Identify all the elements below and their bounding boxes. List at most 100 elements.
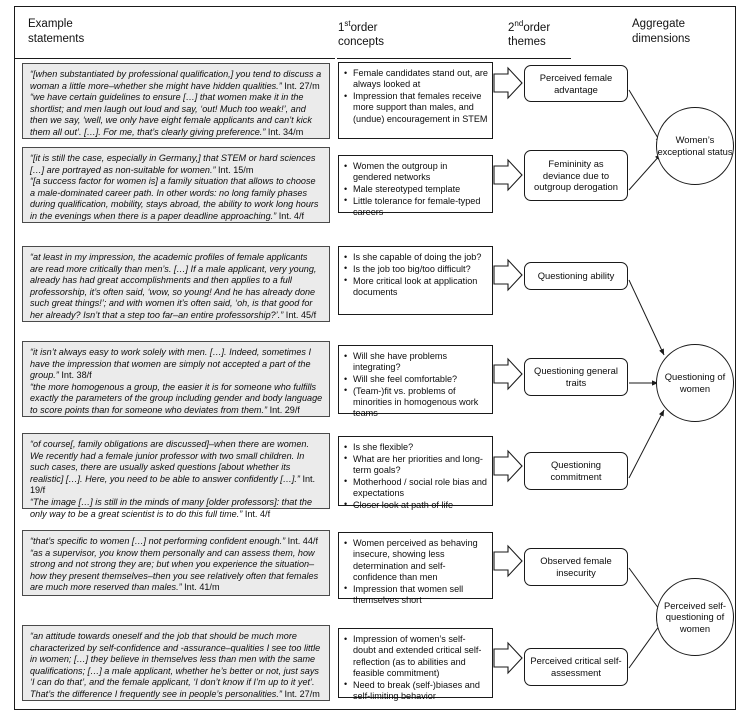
concept-bullet-list: Will she have problems integrating? Will…: [343, 351, 488, 420]
quote: “The image […] is still in the minds of …: [30, 497, 323, 520]
quote: “of course[, family obligations are disc…: [30, 439, 323, 497]
quote: “that’s specific to women […] not perfor…: [30, 536, 323, 548]
concept-bullet: Women perceived as behaving insecure, sh…: [343, 537, 488, 583]
column-header-first-order-concepts: 1storder concepts: [338, 17, 384, 50]
quote-source: Int. 19/f: [30, 473, 316, 496]
theme-box-perceived-female-advantage: Perceived female advantage: [524, 65, 628, 102]
block-arrow-concept-3: [493, 258, 523, 292]
quote-text: “[it is still the case, especially in Ge…: [30, 153, 316, 175]
theme-label: Perceived critical self-assessment: [530, 655, 622, 678]
quote-source: Int. 4/f: [276, 210, 305, 221]
statement-box: “it isn’t always easy to work solely wit…: [22, 341, 330, 417]
theme-box-observed-female-insecurity: Observed female insecurity: [524, 548, 628, 586]
concept-bullet: Impression of women’s self-doubt and ext…: [343, 633, 488, 679]
concept-bullet: Male stereotyped template: [343, 184, 488, 196]
quote-source: Int. 29/f: [267, 404, 300, 415]
aggregate-label: Perceived self-questioning of women: [663, 599, 726, 634]
first-order-rest: order concepts: [338, 21, 385, 49]
second-order-rest: order themes: [508, 21, 551, 49]
concept-bullet-list: Is she flexible? What are her priorities…: [343, 441, 488, 511]
concept-box: Will she have problems integrating? Will…: [338, 345, 493, 418]
quote: “[a success factor for women is] a famil…: [30, 176, 323, 222]
concept-bullet: Women the outgroup in gendered networks: [343, 161, 488, 184]
concept-bullet: Motherhood / social role bias and expect…: [343, 476, 488, 500]
link-theme-2-to-agg-1: [628, 153, 662, 191]
aggregate-circle-perceived-self-questioning: Perceived self-questioning of women: [656, 578, 734, 656]
block-arrow-concept-5: [493, 449, 523, 483]
quote-source: Int. 27/m: [281, 688, 320, 699]
column-header-aggregate-dimensions: Aggregate dimensions: [632, 18, 691, 45]
column-header-example-statements: Example statements: [28, 18, 85, 45]
quote-source: Int. 34/m: [265, 126, 304, 137]
quote: “it isn’t always easy to work solely wit…: [30, 347, 323, 382]
aggregate-label: Questioning of women: [664, 371, 726, 394]
concept-bullet: More critical look at application docume…: [343, 275, 488, 299]
theme-label: Femininity as deviance due to outgroup d…: [534, 158, 618, 193]
block-arrow-concept-6: [493, 544, 523, 578]
quote: “as a supervisor, you know them personal…: [30, 548, 323, 594]
quote: “we have certain guidelines to ensure [……: [30, 92, 323, 138]
quote-text: “as a supervisor, you know them personal…: [30, 547, 319, 593]
quote-text: “of course[, family obligations are disc…: [30, 439, 310, 484]
quote-text: “an attitude towards oneself and the job…: [30, 631, 321, 699]
theme-label: Perceived female advantage: [539, 71, 613, 95]
theme-label: Questioning general traits: [534, 365, 618, 388]
concept-bullet-list: Women the outgroup in gendered networks …: [343, 161, 488, 218]
concept-bullet-list: Female candidates stand out, are always …: [343, 68, 488, 125]
second-order-number: 2: [508, 21, 515, 34]
quote-source: Int. 45/f: [283, 309, 317, 320]
quote: “[when substantiated by professional qua…: [30, 69, 323, 92]
header-rule-right: [337, 58, 571, 59]
block-arrow-concept-1: [493, 66, 523, 100]
concept-bullet: What are her priorities and long-term go…: [343, 453, 488, 477]
quote-text: “that’s specific to women […] not perfor…: [30, 536, 286, 546]
theme-box-femininity-as-deviance: Femininity as deviance due to outgroup d…: [524, 150, 628, 201]
theme-box-questioning-general-traits: Questioning general traits: [524, 358, 628, 396]
quote-text: “at least in my impression, the academic…: [30, 252, 317, 320]
link-theme-5-to-agg-2: [628, 409, 665, 479]
concept-bullet: Need to break (self-)biases and self-lim…: [343, 679, 488, 703]
quote-source: Int. 44/f: [285, 536, 318, 546]
concept-box: Women perceived as behaving insecure, sh…: [338, 532, 493, 605]
column-header-second-order-themes: 2ndorder themes: [508, 17, 550, 50]
aggregate-circle-questioning-of-women: Questioning of women: [656, 344, 734, 422]
quote-text: “the more homogenous a group, the easier…: [30, 381, 323, 415]
block-arrow-concept-4: [493, 357, 523, 391]
block-arrow-concept-2: [493, 158, 523, 192]
quote-text: “[a success factor for women is] a famil…: [30, 176, 319, 221]
theme-label: Questioning commitment: [550, 459, 602, 482]
second-order-ordinal: nd: [514, 19, 524, 28]
quote-source: Int. 41/m: [181, 582, 220, 593]
quote-source: Int. 4/f: [242, 508, 271, 519]
concept-box: Is she capable of doing the job? Is the …: [338, 246, 493, 315]
quote: “the more homogenous a group, the easier…: [30, 382, 323, 417]
statement-box: “an attitude towards oneself and the job…: [22, 625, 330, 701]
aggregate-label: Women’s exceptional status: [657, 134, 733, 157]
concept-bullet: Closer look at path of life: [343, 499, 488, 511]
concept-box: Women the outgroup in gendered networks …: [338, 155, 493, 217]
block-arrow-concept-7: [493, 641, 523, 675]
quote-source: Int. 15/m: [215, 164, 254, 175]
theme-box-questioning-ability: Questioning ability: [524, 262, 628, 290]
statement-box: “that’s specific to women […] not perfor…: [22, 530, 330, 596]
link-theme-3-to-agg-2: [628, 279, 665, 356]
theme-box-questioning-commitment: Questioning commitment: [524, 452, 628, 490]
concept-bullet-list: Impression of women’s self-doubt and ext…: [343, 633, 488, 703]
first-order-ordinal: st: [344, 19, 351, 28]
statement-box: “[when substantiated by professional qua…: [22, 63, 330, 139]
header-rule-left: [15, 58, 335, 59]
quote-text: “[when substantiated by professional qua…: [30, 69, 322, 91]
aggregate-circle-womens-exceptional-status: Women’s exceptional status: [656, 107, 734, 185]
concept-bullet-list: Women perceived as behaving insecure, sh…: [343, 537, 488, 606]
quote: “at least in my impression, the academic…: [30, 252, 323, 322]
quote: “[it is still the case, especially in Ge…: [30, 153, 323, 176]
quote: “an attitude towards oneself and the job…: [30, 631, 323, 701]
concept-bullet: Little tolerance for female-typed career…: [343, 195, 488, 219]
concept-bullet: Will she have problems integrating?: [343, 351, 488, 374]
theme-label: Questioning ability: [537, 270, 615, 282]
quote-text: “it isn’t always easy to work solely wit…: [30, 347, 311, 381]
theme-label: Observed female insecurity: [540, 555, 612, 578]
concept-box: Female candidates stand out, are always …: [338, 62, 493, 139]
quote-source: Int. 38/f: [58, 370, 92, 381]
